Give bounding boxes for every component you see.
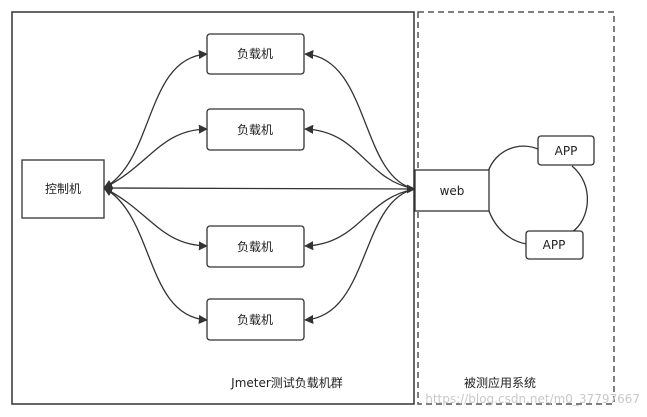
app-node-2-label: APP xyxy=(543,238,566,252)
controller-label: 控制机 xyxy=(45,182,81,196)
cluster-label: Jmeter测试负载机群 xyxy=(230,375,343,390)
load4-to-web-arrow xyxy=(304,188,416,325)
app-node-1-label: APP xyxy=(555,144,578,158)
load-node-2-label: 负载机 xyxy=(237,123,273,137)
controller-to-load4-arrow xyxy=(103,187,208,324)
load-node-4: 负载机 xyxy=(206,298,305,341)
controller-to-load2-arrow xyxy=(103,124,208,189)
load-cluster-frame xyxy=(11,11,415,405)
system-label: 被测应用系统 xyxy=(464,375,536,390)
load-node-3: 负载机 xyxy=(206,225,305,268)
load-node-2: 负载机 xyxy=(206,108,305,151)
app-node-2: APP xyxy=(525,230,584,260)
load1-to-web-arrow xyxy=(304,49,416,190)
load-node-3-label: 负载机 xyxy=(237,240,273,254)
controller-node: 控制机 xyxy=(21,159,105,219)
web-to-app1-link xyxy=(487,145,541,173)
controller-to-load3-arrow xyxy=(103,187,208,251)
load-node-1-label: 负载机 xyxy=(237,47,273,61)
load-node-1: 负载机 xyxy=(206,33,305,75)
web-node-label: web xyxy=(440,184,465,198)
load2-to-web-arrow xyxy=(304,124,416,190)
watermark-text: https://blog.csdn.net/m0_37797667 xyxy=(425,392,640,406)
web-node: web xyxy=(414,169,490,212)
load-node-4-label: 负载机 xyxy=(237,313,273,327)
app-node-1: APP xyxy=(537,135,595,166)
web-to-app2-link xyxy=(487,207,528,245)
connector-lines xyxy=(103,49,589,325)
controller-to-web-arrow xyxy=(103,183,416,194)
load3-to-web-arrow xyxy=(304,188,416,251)
controller-to-load1-arrow xyxy=(103,50,208,189)
app1-to-app2-link xyxy=(571,165,589,233)
